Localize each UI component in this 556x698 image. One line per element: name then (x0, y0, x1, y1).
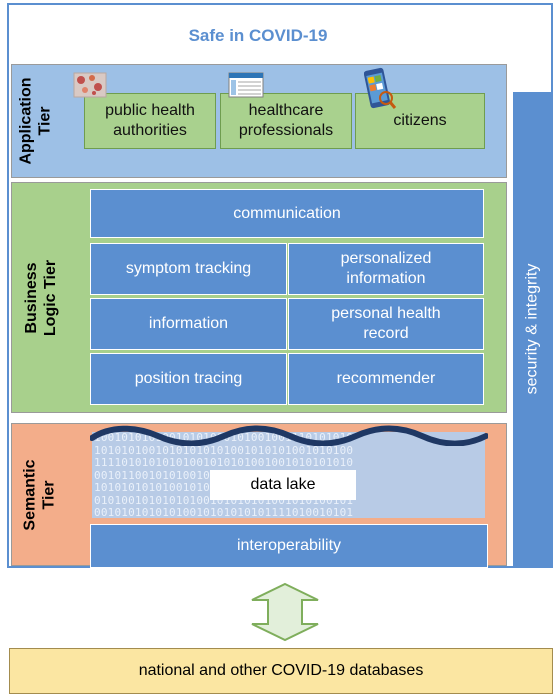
records-screen-icon (228, 72, 264, 98)
semantic-tier-label: Semantic Tier (22, 458, 59, 531)
security-integrity-bar: security & integrity (513, 92, 551, 566)
communication-box: communication (90, 189, 484, 238)
symptom-tracking-box: symptom tracking (90, 243, 287, 295)
data-lake-label: data lake (210, 470, 356, 500)
semantic-tier-label-wrap: Semantic Tier (11, 423, 69, 566)
healthcare-professionals-box: healthcare professionals (220, 93, 352, 149)
personalized-information-box: personalized information (288, 243, 484, 295)
map-icon (73, 72, 107, 98)
water-wave-line (90, 425, 488, 446)
smartphone-app-icon (364, 67, 397, 109)
diagram-title: Safe in COVID-19 (188, 26, 328, 45)
databases-box: national and other COVID-19 databases (9, 648, 553, 694)
interoperability-box: interoperability (90, 524, 488, 568)
security-integrity-label: security & integrity (523, 263, 540, 395)
position-tracing-box: position tracing (90, 353, 287, 405)
information-box: information (90, 298, 287, 350)
business-tier-label-wrap: Business Logic Tier (11, 182, 71, 413)
application-tier-label: Application Tier (18, 77, 55, 165)
business-tier-label: Business Logic Tier (23, 259, 60, 336)
personal-health-record-box: personal health record (288, 298, 484, 350)
recommender-box: recommender (288, 353, 484, 405)
public-health-authorities-box: public health authorities (84, 93, 216, 149)
bidirectional-arrow (251, 582, 319, 642)
application-tier-label-wrap: Application Tier (11, 64, 61, 178)
